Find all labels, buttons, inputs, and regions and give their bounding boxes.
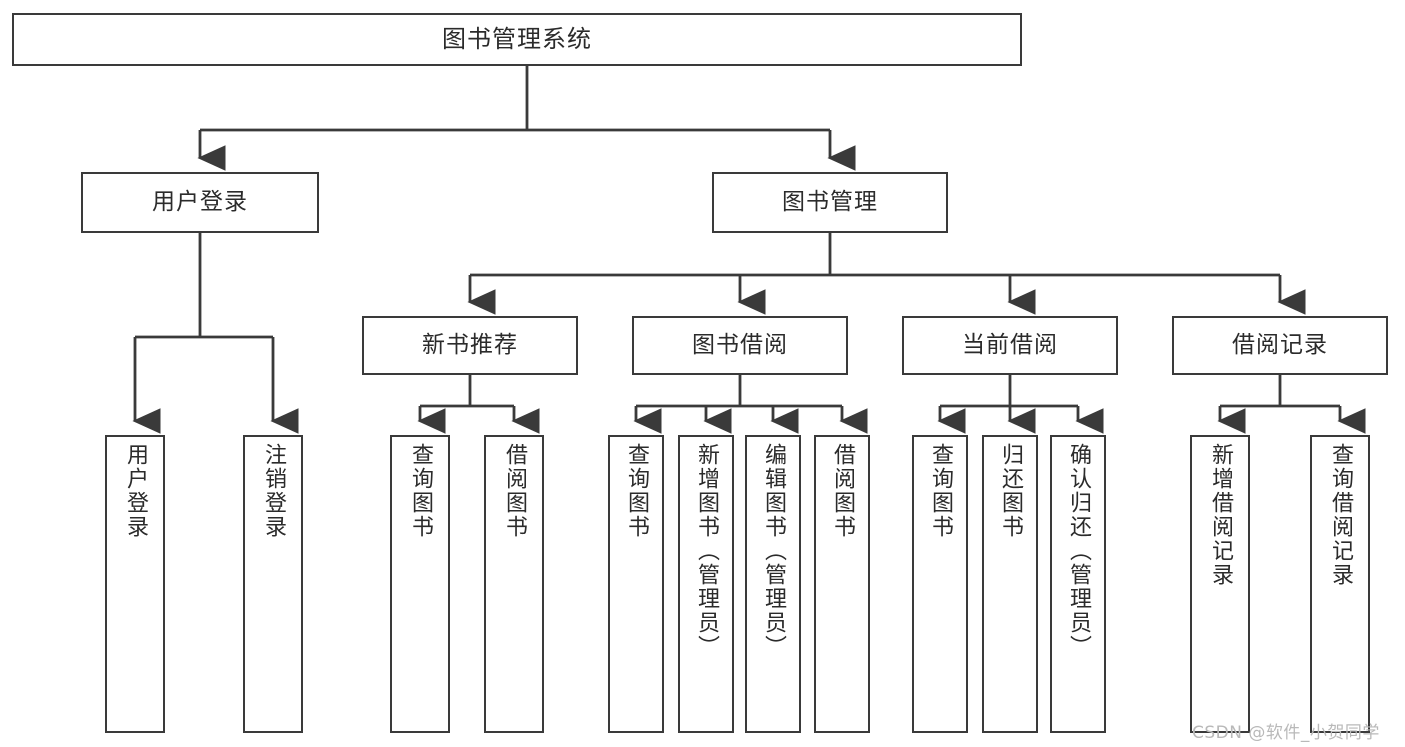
leaf-add-borrow-record[interactable]: 新增借阅记录 [1190,435,1250,733]
leaf-label: 查询图书 [407,443,433,539]
leaf-label: 查询借阅记录 [1327,443,1353,587]
leaf-label: 查询图书 [927,443,953,539]
leaf-label: 编辑图书（管理员） [760,443,786,659]
node-borrow-record[interactable]: 借阅记录 [1172,316,1388,375]
node-label: 当前借阅 [962,331,1058,358]
leaf-confirm-return-admin[interactable]: 确认归还（管理员） [1050,435,1106,733]
leaf-user-login[interactable]: 用户登录 [105,435,165,733]
node-label: 用户登录 [152,188,248,215]
node-book-borrow[interactable]: 图书借阅 [632,316,848,375]
leaf-label: 确认归还（管理员） [1065,443,1091,659]
leaf-label: 查询图书 [623,443,649,539]
node-label: 图书管理系统 [442,25,592,54]
node-current-borrow[interactable]: 当前借阅 [902,316,1118,375]
leaf-query-borrow-record[interactable]: 查询借阅记录 [1310,435,1370,733]
leaf-label: 借阅图书 [829,443,855,539]
node-label: 借阅记录 [1232,331,1328,358]
leaf-query-book-recommend[interactable]: 查询图书 [390,435,450,733]
leaf-return-book[interactable]: 归还图书 [982,435,1038,733]
leaf-label: 借阅图书 [501,443,527,539]
leaf-label: 新增图书（管理员） [693,443,719,659]
leaf-borrow-book-recommend[interactable]: 借阅图书 [484,435,544,733]
leaf-logout[interactable]: 注销登录 [243,435,303,733]
leaf-label: 注销登录 [260,443,286,539]
leaf-query-book-current[interactable]: 查询图书 [912,435,968,733]
leaf-query-book-borrow[interactable]: 查询图书 [608,435,664,733]
node-new-book-recommend[interactable]: 新书推荐 [362,316,578,375]
csdn-watermark: CSDN @软件_小贺同学 [1192,723,1380,743]
leaf-add-book-admin[interactable]: 新增图书（管理员） [678,435,734,733]
leaf-edit-book-admin[interactable]: 编辑图书（管理员） [745,435,801,733]
leaf-borrow-book[interactable]: 借阅图书 [814,435,870,733]
node-label: 新书推荐 [422,331,518,358]
node-root-system[interactable]: 图书管理系统 [12,13,1022,66]
node-book-management[interactable]: 图书管理 [712,172,948,233]
node-label: 图书管理 [782,188,878,215]
leaf-label: 新增借阅记录 [1207,443,1233,587]
node-label: 图书借阅 [692,331,788,358]
node-user-login[interactable]: 用户登录 [81,172,319,233]
leaf-label: 归还图书 [997,443,1023,539]
leaf-label: 用户登录 [122,443,148,539]
